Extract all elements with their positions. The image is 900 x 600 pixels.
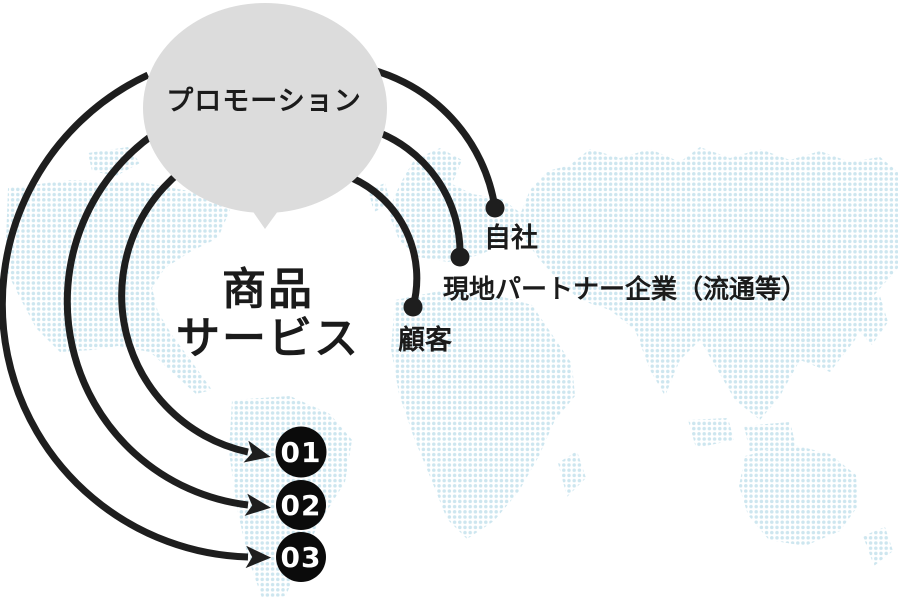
continent-japan [858, 296, 888, 345]
step-circle-01 [275, 426, 327, 478]
speech-bubble: プロモーション [143, 3, 387, 229]
right-curved-connectors [350, 64, 499, 308]
continent-new-zealand [863, 527, 893, 566]
step-badge-01: 01 [275, 426, 327, 478]
continent-madagascar [558, 451, 586, 497]
curved-arrow-to-step-03 [0, 71, 272, 569]
center-title-line1: 商品 [222, 264, 314, 315]
endpoint-dot-jisha [485, 198, 505, 218]
islands-indonesia-west [688, 418, 734, 448]
continent-north-america [5, 180, 230, 394]
left-curved-arrows [0, 71, 272, 569]
step-circle-02 [276, 480, 326, 530]
endpoint-dot-customer [403, 297, 423, 317]
islands-indonesia-east [744, 422, 796, 452]
step-badge-02: 02 [276, 480, 326, 530]
curved-line-to-partner [370, 126, 464, 258]
curved-arrow-to-step-02 [63, 125, 271, 516]
curved-arrow-to-step-01 [118, 154, 271, 463]
continent-africa [391, 291, 575, 539]
speech-bubble-shape [143, 3, 387, 213]
target-label-partner: 現地パートナー企業（流通等） [443, 274, 807, 305]
islands-philippines [795, 314, 820, 352]
target-labels: 自社 現地パートナー企業（流通等） 顧客 [398, 222, 807, 356]
continent-australia [739, 444, 858, 546]
connector-endpoint-dots [403, 198, 505, 317]
step-number-02: 02 [281, 489, 322, 522]
center-title: 商品 サービス [176, 264, 360, 364]
center-title-line2: サービス [176, 313, 360, 364]
step-badge-03: 03 [276, 532, 326, 582]
endpoint-dot-partner [450, 247, 470, 267]
step-number-03: 03 [281, 541, 322, 574]
step-badges: 01 02 03 [275, 426, 327, 582]
step-number-01: 01 [281, 436, 322, 469]
step-circle-03 [276, 532, 326, 582]
target-label-customer: 顧客 [398, 324, 453, 356]
curved-line-to-jisha [364, 64, 499, 209]
target-label-jisha: 自社 [484, 222, 538, 254]
curved-line-to-customer [350, 174, 421, 308]
continent-europe [388, 148, 522, 262]
continent-eurasia [520, 147, 898, 420]
promotion-label: プロモーション [166, 86, 361, 117]
